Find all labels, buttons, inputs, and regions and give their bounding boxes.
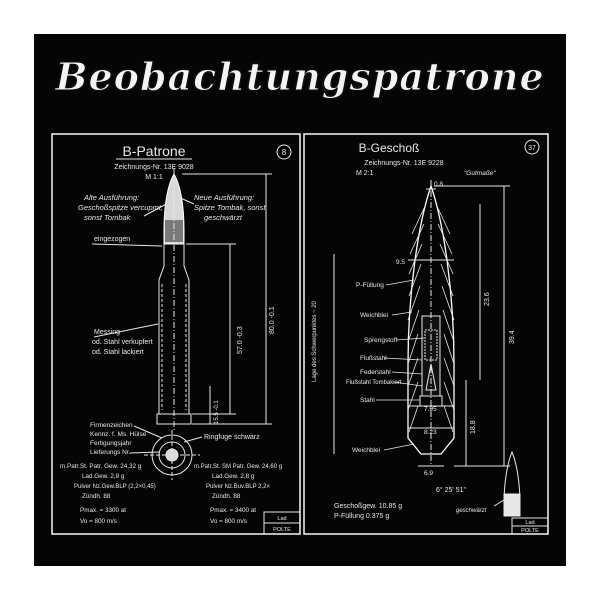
right-sheet-frame: [303, 133, 549, 535]
dim-e-text: 8.23: [424, 429, 437, 436]
label-weichblei-1: Weichblei: [360, 312, 388, 319]
cartridge-drawing: [156, 168, 192, 430]
label-flussstahl: Flußstahl: [360, 355, 387, 362]
label-geschwaerzt: geschwärzt: [456, 508, 487, 514]
left-sheet-frame: [51, 133, 301, 535]
projectile-hatch-left: [407, 203, 427, 433]
right-corner-mark: Lad: [525, 520, 534, 526]
pfuellung-weight: P-Füllung 0.375 g: [334, 513, 389, 520]
dim-b-text: 39.4: [509, 330, 516, 344]
dim-c-text: 18.8: [470, 420, 477, 434]
left-drawing-no: Zeichnungs-Nr. 13E 9028: [114, 164, 193, 171]
dim-case-text: 57.0 -0.3: [237, 326, 244, 354]
leader-mark-4: [129, 451, 161, 454]
right-maker: POLTE: [521, 528, 539, 534]
old-version-line-2: Geschoßspitze vercupmt,: [78, 203, 163, 212]
case-head-view: [144, 430, 200, 480]
right-sheet-number: 37: [528, 145, 536, 152]
dim-total-text: 80.0 -0.1: [269, 306, 276, 334]
projectile-outline: [407, 183, 455, 455]
right-drawing-no: Zeichnungs-Nr. 13E 9228: [364, 160, 443, 167]
head-mark-2: Kennz. f. Ms. Hülse: [90, 431, 147, 438]
label-weichblei-2: Weichblei: [352, 447, 380, 454]
left-sheet-number: 8: [282, 148, 287, 157]
leader-eingezogen: [91, 243, 163, 247]
label-eingezogen: eingezogen: [94, 236, 130, 243]
dim-f-text: 6.9: [424, 470, 433, 477]
label-stahl: Stahl: [360, 397, 375, 404]
new-version-line-3: geschwärzt: [204, 213, 243, 222]
spec-right-4: Zündh. 88: [212, 493, 241, 500]
old-version-line-1: Alte Ausführung:: [83, 193, 139, 202]
left-sheet: B-Patrone Zeichnungs-Nr. 13E 9028 M 1:1 …: [51, 133, 301, 535]
spec-right-1: m.Patr.St. SM Patr. Gew. 24,60 g: [194, 464, 282, 470]
print-area: Beobachtungspatrone B-Patrone Zeichnungs…: [34, 34, 566, 566]
right-sheet: B-Geschoß Zeichnungs-Nr. 13E 9228 M 2:1 …: [303, 133, 549, 535]
dim-rim-text: 15.5 -0.1: [214, 400, 220, 424]
material-line-1: Messing: [94, 329, 120, 336]
spec-left-6: Vo = 800 m/s: [80, 518, 117, 525]
projectile-hatch-right: [435, 203, 455, 433]
leader-material: [93, 323, 159, 338]
label-federstahl: Federstahl: [360, 369, 391, 376]
spec-left-2: Lad.Gew. 2,9 g: [82, 473, 125, 480]
right-heading: B-Geschoß: [359, 141, 420, 155]
spec-right-2: Lad.Gew. 2,8 g: [212, 473, 255, 480]
old-version-line-3: sonst Tombak: [84, 213, 132, 222]
dim-body-w-text: 9.5: [396, 259, 405, 266]
angle-text: 6° 25' 51": [436, 486, 466, 494]
small-projectile-black: [503, 493, 521, 517]
spec-right-6: Vo = 800 m/s: [210, 518, 247, 525]
right-sheet-number-circle: [524, 139, 540, 155]
spec-left-3: Pulver Nz.Gew.BLP (2,2×0,45): [74, 484, 156, 490]
spec-right-5: Pmax. = 3400 at: [210, 507, 256, 514]
dim-tip-text: 0.8: [434, 181, 443, 188]
dim-a-text: 23.6: [484, 292, 491, 306]
spec-left-1: m.Patr.St. Patr. Gew. 24,32 g: [60, 463, 142, 470]
leader-ringfuge: [183, 436, 203, 443]
head-mark-1: Firmenzeichen: [90, 422, 133, 429]
label-p-fuellung: P-Füllung: [356, 282, 384, 289]
head-mark-4: Lieferungs Nr.: [90, 449, 131, 456]
ringfuge-label: Ringfuge schwarz: [204, 434, 260, 441]
blueprint-svg: B-Patrone Zeichnungs-Nr. 13E 9028 M 1:1 …: [51, 133, 549, 535]
leader-mark-1: [133, 425, 163, 439]
projectile-section: [407, 180, 455, 466]
head-mark-3: Fertigungsjahr: [90, 440, 132, 447]
leader-geschwaerzt: [493, 499, 505, 507]
page-title: Beobachtungspatrone: [55, 54, 545, 100]
left-sheet-number-circle: [276, 144, 292, 160]
left-corner-mark: Lad: [277, 516, 286, 522]
leaders-right: [376, 279, 425, 451]
material-line-2: od. Stahl verkupfert: [92, 339, 153, 346]
dim-d-text: 7.95: [424, 406, 437, 413]
spec-left-5: Pmax. = 3300 at: [80, 507, 126, 514]
geschossgew: Geschoßgew. 10.85 g: [334, 503, 402, 510]
spec-right-3: Pulver Nz.Buv.BLP 2,2×: [206, 484, 270, 490]
material-line-3: od. Stahl lackiert: [92, 349, 144, 356]
new-version-line-1: Neue Ausführung:: [194, 193, 254, 202]
left-heading: B-Patrone: [122, 143, 185, 159]
right-scale: M 2:1: [356, 170, 374, 177]
label-flussstahl-tombak: Flußstahl Tombakiert: [346, 380, 402, 386]
left-scale: M 1:1: [145, 174, 163, 181]
new-version-line-2: Spitze Tombak, sonst: [194, 203, 266, 212]
label-sprengstoff: Sprengstoff: [364, 337, 397, 344]
right-gutmasse: "Gutmaße": [464, 170, 496, 177]
spec-left-4: Zündh. 88: [82, 493, 111, 500]
left-maker: POLTE: [273, 527, 291, 533]
label-lage: Lage des Schwerpunktes ~ 20: [312, 300, 318, 382]
